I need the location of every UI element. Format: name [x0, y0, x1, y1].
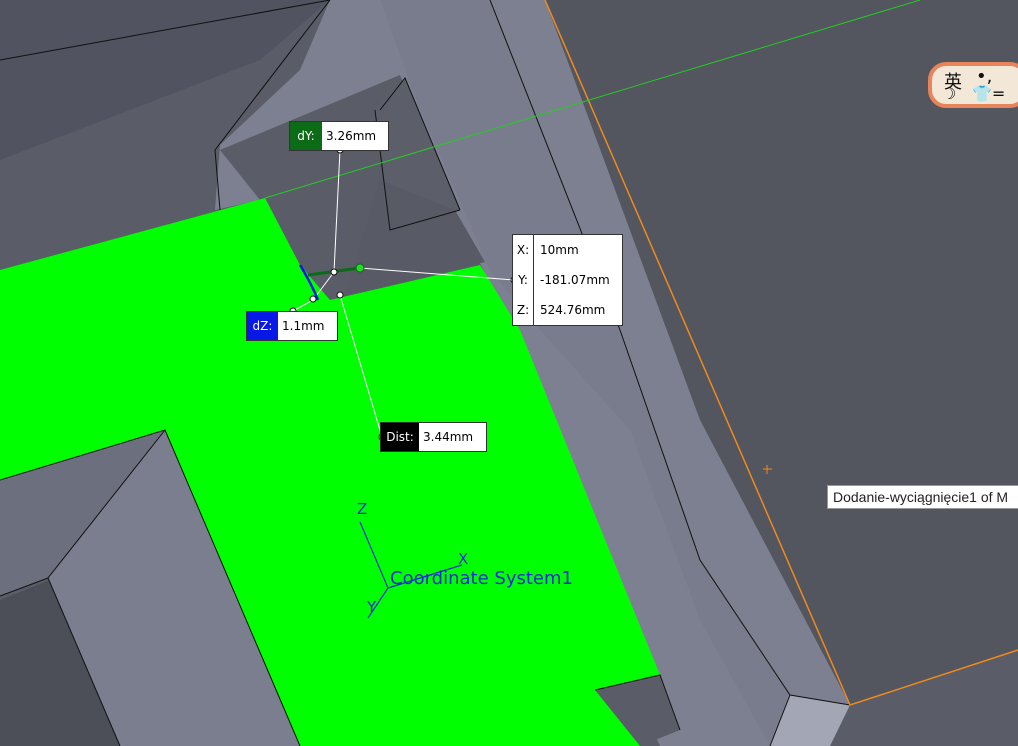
- ime-punctuation-icon: •,: [976, 66, 993, 87]
- model-face-pocket-floor[interactable]: [345, 180, 485, 295]
- model-face-right[interactable]: [545, 0, 1018, 705]
- dy-value: 3.26mm: [326, 129, 377, 143]
- point-z-value: 524.76mm: [540, 303, 606, 317]
- model-face-lower[interactable]: [48, 430, 300, 746]
- selected-face[interactable]: [0, 198, 660, 746]
- model-face-lower-side[interactable]: [0, 430, 165, 596]
- model-face-topleft[interactable]: [0, 0, 330, 160]
- green-reference-line: [264, 0, 921, 199]
- point-z-row: Z: 524.76mm: [513, 295, 622, 325]
- point-z-label: Z:: [513, 295, 534, 325]
- dy-callout[interactable]: dY: 3.26mm: [289, 121, 389, 151]
- dz-value: 1.1mm: [282, 319, 325, 333]
- ime-moon-icon: ☽: [942, 84, 957, 103]
- point-x-row: X: 10mm: [513, 235, 622, 265]
- distance-value: 3.44mm: [423, 430, 474, 444]
- ime-indicator[interactable]: 英 •, ☽ 👕=: [928, 62, 1018, 108]
- axis-y-label: Y: [367, 598, 377, 616]
- origin-cross-icon: [763, 465, 772, 474]
- point-x-label: X:: [513, 235, 534, 265]
- point-coordinates-callout[interactable]: X: 10mm Y: -181.07mm Z: 524.76mm: [512, 234, 623, 326]
- ime-shirt-icon: 👕=: [972, 84, 1006, 103]
- model-face-corner[interactable]: [770, 695, 850, 746]
- model-face-frame-inner[interactable]: [380, 0, 850, 746]
- point-x-value: 10mm: [540, 243, 579, 257]
- feature-tooltip: Dodanie-wyciągnięcie1 of M: [827, 485, 1018, 509]
- coordinate-system-name[interactable]: Coordinate System1: [390, 568, 573, 589]
- dz-segment: [298, 264, 320, 301]
- distance-label: Dist:: [381, 423, 419, 451]
- ime-language-icon: 英: [944, 72, 962, 93]
- point-y-value: -181.07mm: [540, 273, 610, 287]
- measure-point-marker[interactable]: [355, 263, 365, 273]
- distance-callout[interactable]: Dist: 3.44mm: [380, 422, 487, 452]
- axis-x-label: X: [458, 550, 469, 568]
- model-face-bottomleft[interactable]: [0, 580, 120, 746]
- highlighted-edge[interactable]: [544, 0, 1018, 706]
- dz-callout[interactable]: dZ: 1.1mm: [246, 311, 338, 341]
- point-y-row: Y: -181.07mm: [513, 265, 622, 295]
- coordinate-system-triad[interactable]: [359, 521, 463, 619]
- point-y-label: Y:: [513, 265, 534, 295]
- dy-label: dY:: [290, 122, 322, 150]
- axis-z-label: Z: [357, 500, 368, 518]
- dz-label: dZ:: [247, 312, 278, 340]
